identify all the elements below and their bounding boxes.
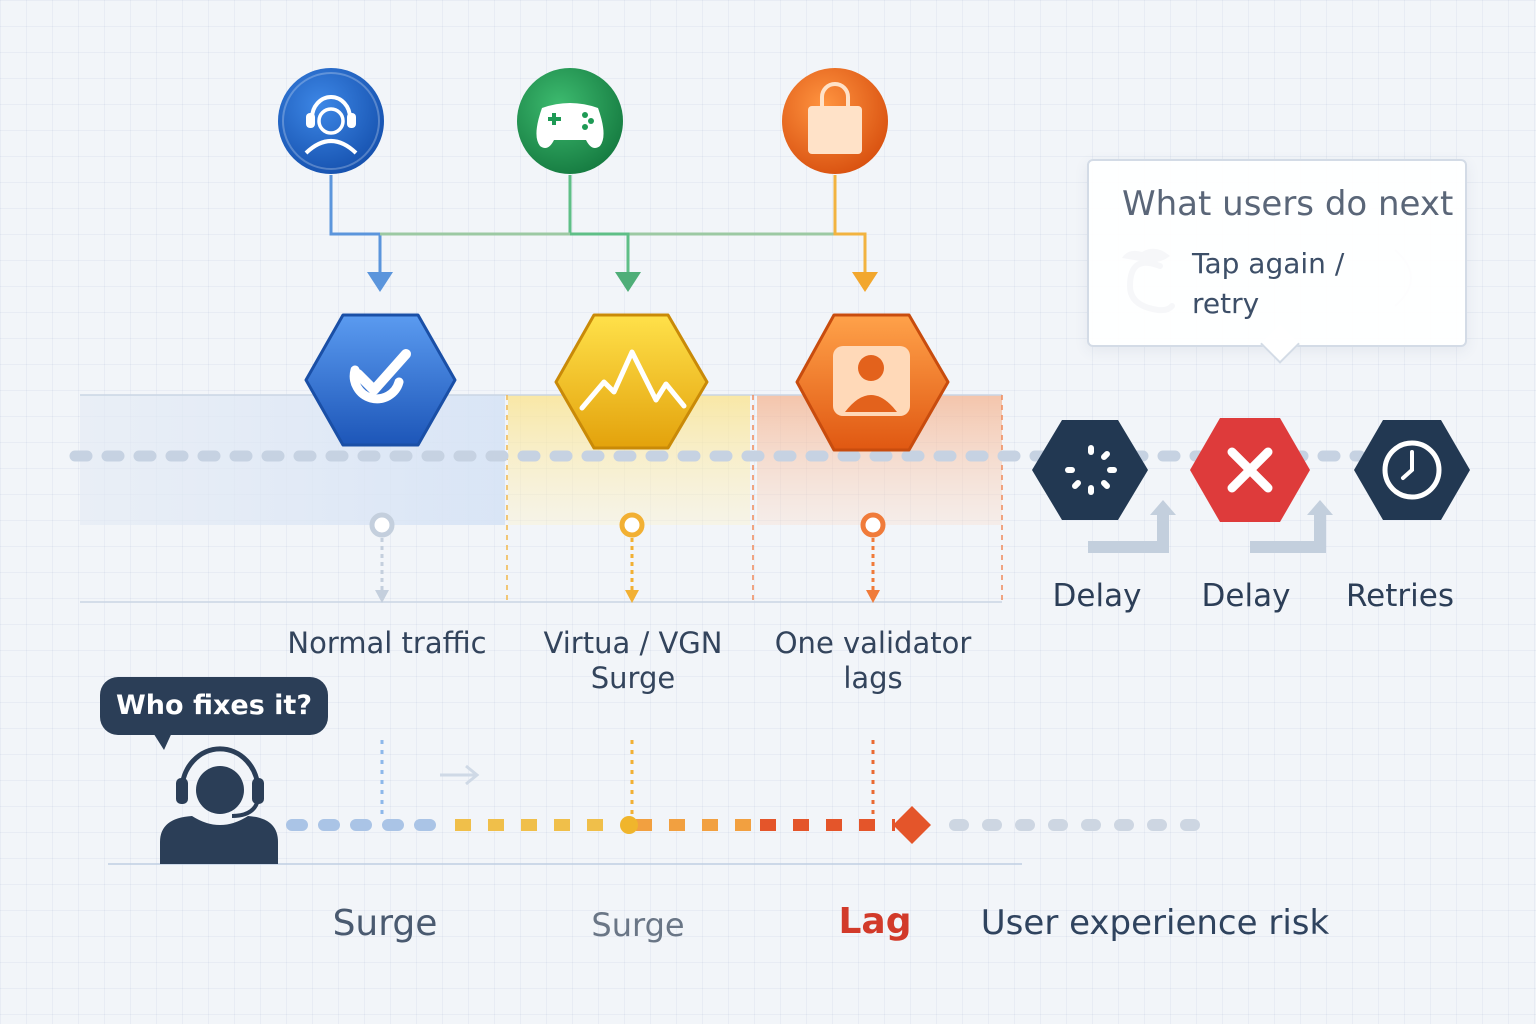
spike-chart-icon (554, 313, 709, 450)
step-arrow-1 (1088, 513, 1169, 553)
bottom-label-ux-risk: User experience risk (980, 903, 1330, 943)
speech-bubble-tail (150, 728, 174, 750)
shopping-bag-icon (782, 68, 888, 174)
callout-action: Tap again / retry (1192, 247, 1345, 320)
surge-marker (619, 512, 645, 603)
stage-label-surge: Virtua / VGN Surge (543, 626, 723, 696)
support-question-bubble: Who fixes it? (100, 677, 328, 735)
step-label-delay-2: Delay (1201, 578, 1291, 614)
stage-label-lag: One validator lags (774, 626, 972, 696)
checkmark-icon (304, 313, 457, 447)
bottom-label-surge-1: Surge (332, 903, 438, 944)
step-arrow-2 (1250, 513, 1326, 553)
step-label-retries: Retries (1346, 578, 1454, 614)
source-connectors (329, 175, 867, 278)
stage-label-normal: Normal traffic (287, 626, 487, 660)
clock-icon (1354, 420, 1470, 520)
next-action-callout (1087, 159, 1467, 347)
step-label-delay-1: Delay (1052, 578, 1142, 614)
headset-agent-icon (278, 68, 384, 174)
validator-person-icon (795, 313, 950, 452)
callout-title: What users do next (1122, 184, 1454, 224)
loading-spinner-icon (1032, 420, 1148, 520)
error-x-icon (1190, 418, 1310, 522)
lag-diamond (893, 806, 931, 844)
bottom-label-lag: Lag (838, 901, 912, 942)
normal-marker (369, 512, 395, 603)
step-arrowhead-2 (1307, 500, 1333, 515)
step-arrowhead-1 (1150, 500, 1176, 515)
arrow-to-surge (615, 272, 641, 292)
arrow-to-lag (852, 272, 878, 292)
arrow-to-normal (367, 272, 393, 292)
lag-marker (860, 512, 886, 603)
faint-right-arrow (440, 764, 480, 786)
support-agent-icon (160, 746, 278, 864)
bottom-dotted-track (286, 806, 1201, 844)
bottom-label-surge-2: Surge (591, 906, 685, 944)
gamepad-icon (517, 68, 623, 174)
